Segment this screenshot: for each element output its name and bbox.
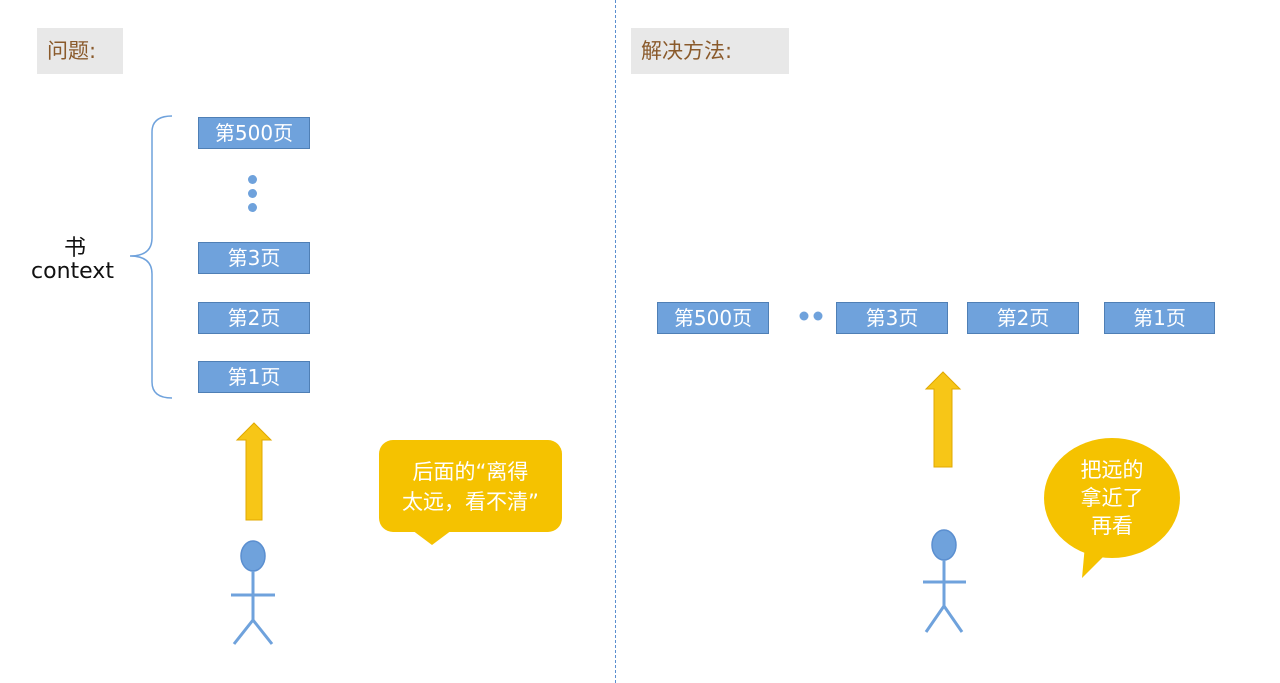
ellipsis-dot-icon [248, 203, 257, 212]
person-figure-icon [231, 540, 275, 645]
ellipsis-dot-icon [248, 189, 257, 198]
speech-bubble-icon [379, 440, 562, 545]
curly-brace-icon [129, 115, 173, 399]
speech-text-line3: 再看 [1091, 514, 1133, 538]
person-figure-icon [923, 529, 966, 633]
ellipsis-dot-icon [813, 311, 823, 321]
page-box-2: 第2页 [967, 302, 1079, 334]
page-box-1: 第1页 [1104, 302, 1215, 334]
page-box-3: 第3页 [198, 242, 310, 274]
speech-text-line1: 后面的“离得 [412, 460, 529, 484]
book-label: 书 [63, 236, 86, 261]
speech-text-line2: 太远，看不清” [402, 490, 539, 514]
speech-bubble-icon [1044, 438, 1180, 578]
up-arrow-icon [924, 371, 962, 468]
speech-text-line1: 把远的 [1080, 458, 1144, 482]
problem-heading: 问题: [37, 28, 123, 74]
solution-heading: 解决方法: [631, 28, 789, 74]
page-box-3: 第3页 [836, 302, 948, 334]
page-box-500: 第500页 [198, 117, 310, 149]
panel-divider [615, 0, 616, 683]
context-label: context [31, 259, 114, 284]
up-arrow-icon [235, 422, 273, 521]
page-box-500: 第500页 [657, 302, 769, 334]
page-box-1: 第1页 [198, 361, 310, 393]
ellipsis-dot-icon [799, 311, 809, 321]
speech-text-line2: 拿近了 [1080, 486, 1144, 510]
ellipsis-dot-icon [248, 175, 257, 184]
page-box-2: 第2页 [198, 302, 310, 334]
